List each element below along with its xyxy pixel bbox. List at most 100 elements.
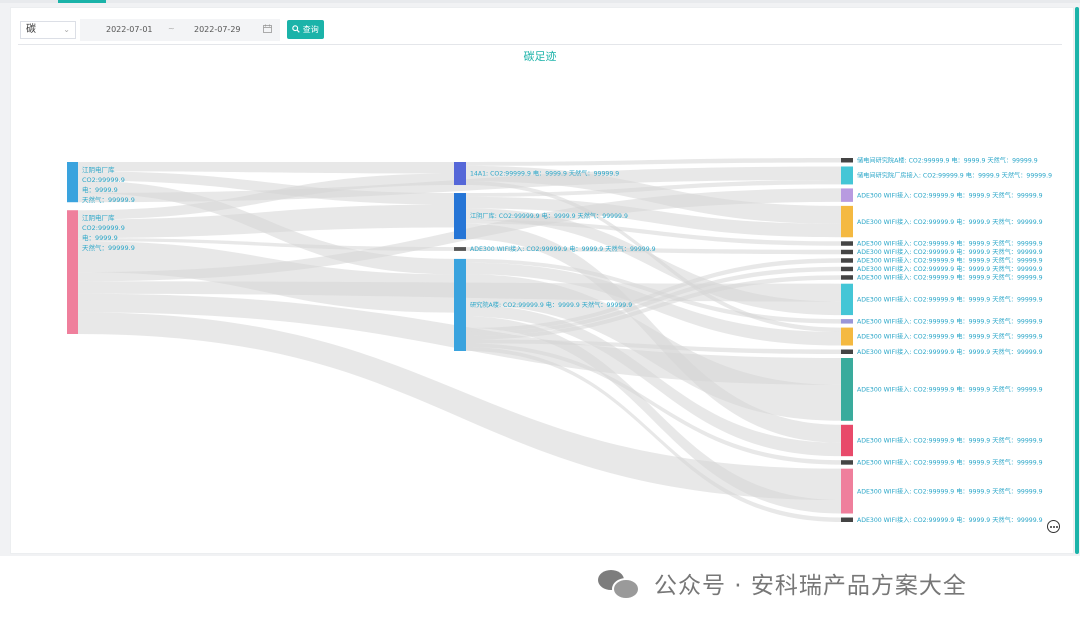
sankey-node-r11[interactable] [841,319,853,324]
sankey-node-label: ADE300 WIFI接入: CO2:99999.9 电：9999.9 天然气：… [857,240,1043,248]
energy-type-select[interactable]: 碳 ⌄ [20,21,76,39]
sankey-node-r8[interactable] [841,266,853,272]
sankey-chart: 江阴电厂库CO2:99999.9电：9999.9天然气：99999.9江阴电厂库… [67,156,1052,524]
sankey-node-r4[interactable] [841,205,853,238]
date-range-picker[interactable]: 2022-07-01 ~ 2022-07-29 [80,19,280,41]
watermark-area [0,556,1080,626]
sankey-node-r7[interactable] [841,258,853,263]
sankey-node-label: ADE300 WIFI接入: CO2:99999.9 电：9999.9 天然气：… [857,265,1043,273]
chat-icon[interactable] [1047,520,1060,533]
sankey-links [78,158,841,522]
sankey-node-r16[interactable] [841,460,853,465]
sankey-node-label: 电：9999.9 [82,185,118,194]
sankey-node-r5[interactable] [841,241,853,246]
sankey-node-r15[interactable] [841,424,853,457]
sankey-node-r17[interactable] [841,468,853,514]
sankey-node-r14[interactable] [841,358,853,421]
sankey-nodes [67,158,853,522]
sankey-node-label: 天然气：99999.9 [82,243,135,252]
sankey-link[interactable] [78,162,454,174]
top-border [0,0,1080,3]
sankey-link[interactable] [78,238,454,251]
sankey-node-label: 江阴电厂库 [82,213,115,222]
chart-title: 碳足迹 [523,50,557,63]
calendar-icon[interactable] [263,24,272,36]
sankey-labels: 江阴电厂库CO2:99999.9电：9999.9天然气：99999.9江阴电厂库… [82,156,1052,524]
sankey-node-r18[interactable] [841,517,853,522]
sankey-node-label: 研究院A楼: CO2:99999.9 电：9999.9 天然气：99999.9 [470,301,632,309]
sankey-link[interactable] [466,304,841,457]
sankey-node-label: ADE300 WIFI接入: CO2:99999.9 电：9999.9 天然气：… [857,257,1043,265]
sankey-link[interactable] [466,275,841,340]
sankey-link[interactable] [466,158,841,166]
sankey-link[interactable] [466,339,841,354]
sankey-node-label: ADE300 WIFI接入: CO2:99999.9 电：9999.9 天然气：… [857,437,1043,445]
sankey-node-label: ADE300 WIFI接入: CO2:99999.9 电：9999.9 天然气：… [857,386,1043,394]
sankey-node-label: ADE300 WIFI接入: CO2:99999.9 电：9999.9 天然气：… [857,218,1043,226]
energy-type-value: 碳 [26,24,36,35]
sankey-link[interactable] [78,173,454,220]
sankey-link[interactable] [466,179,841,197]
sankey-link[interactable] [78,312,841,501]
sankey-node-label: 电：9999.9 [82,233,118,242]
sankey-node-label: ADE300 WIFI接入: CO2:99999.9 电：9999.9 天然气：… [857,516,1043,524]
sankey-node-m2[interactable] [454,193,466,240]
sankey-node-label: ADE300 WIFI接入: CO2:99999.9 电：9999.9 天然气：… [470,245,656,253]
watermark: 公众号 · 安科瑞产品方案大全 [598,566,967,600]
sankey-link[interactable] [466,347,841,522]
sankey-node-r10[interactable] [841,283,853,316]
sankey-node-label: 14A1: CO2:99999.9 电：9999.9 天然气：99999.9 [470,170,619,178]
sankey-node-label: ADE300 WIFI接入: CO2:99999.9 电：9999.9 天然气：… [857,318,1043,326]
sankey-node-label: ADE300 WIFI接入: CO2:99999.9 电：9999.9 天然气：… [857,333,1043,341]
sankey-node-label: 江阴厂库: CO2:99999.9 电：9999.9 天然气：99999.9 [470,212,628,220]
sankey-link[interactable] [466,316,841,514]
chevron-down-icon: ⌄ [63,25,70,34]
sankey-node-m1[interactable] [454,162,466,186]
search-button[interactable]: 查询 [287,20,324,39]
end-date[interactable]: 2022-07-29 [194,25,241,34]
sankey-node-label: CO2:99999.9 [82,176,125,184]
sankey-link[interactable] [466,219,841,246]
sankey-link[interactable] [466,262,841,346]
search-icon [292,25,303,34]
watermark-text: 公众号 · 安科瑞产品方案大全 [654,573,967,599]
sankey-node-r2[interactable] [841,166,853,185]
sankey-link[interactable] [466,247,841,255]
sankey-link[interactable] [466,208,841,316]
sankey-node-label: CO2:99999.9 [82,224,125,232]
sankey-node-label: ADE300 WIFI接入: CO2:99999.9 电：9999.9 天然气：… [857,248,1043,256]
sankey-node-l2[interactable] [67,210,78,334]
sankey-link[interactable] [466,258,841,332]
sankey-node-label: ADE300 WIFI接入: CO2:99999.9 电：9999.9 天然气：… [857,274,1043,282]
sankey-node-label: 储电间研究院厂房接入: CO2:99999.9 电：9999.9 天然气：999… [857,172,1052,180]
sankey-link[interactable] [466,165,841,224]
sankey-node-label: ADE300 WIFI接入: CO2:99999.9 电：9999.9 天然气：… [857,459,1043,467]
sankey-node-label: ADE300 WIFI接入: CO2:99999.9 电：9999.9 天然气：… [857,487,1043,495]
sankey-link[interactable] [466,266,841,336]
sankey-link[interactable] [78,204,454,239]
sankey-node-label: 天然气：99999.9 [82,195,135,204]
sankey-node-label: ADE300 WIFI接入: CO2:99999.9 电：9999.9 天然气：… [857,296,1043,304]
sankey-node-r9[interactable] [841,275,853,280]
sankey-node-r13[interactable] [841,349,853,354]
sankey-link[interactable] [466,343,841,465]
sankey-node-r3[interactable] [841,188,853,202]
active-tab-indicator [58,0,106,3]
sankey-node-l1[interactable] [67,162,78,203]
sankey-link[interactable] [466,196,841,238]
chart-panel [10,7,1074,554]
toolbar-divider [18,44,1062,45]
start-date[interactable]: 2022-07-01 [106,25,153,34]
sankey-node-r6[interactable] [841,249,853,255]
vertical-scrollbar[interactable] [1075,7,1079,554]
sankey-link[interactable] [466,258,841,324]
sankey-node-m4[interactable] [454,258,466,351]
sankey-node-m3[interactable] [454,247,466,251]
search-button-label: 查询 [302,25,319,34]
sankey-node-label: 储电间研究院A楼: CO2:99999.9 电：9999.9 天然气：99999… [857,156,1038,164]
sankey-node-label: ADE300 WIFI接入: CO2:99999.9 电：9999.9 天然气：… [857,191,1043,199]
sankey-node-r1[interactable] [841,158,853,163]
sankey-node-label: ADE300 WIFI接入: CO2:99999.9 电：9999.9 天然气：… [857,348,1043,356]
sankey-node-label: 江阴电厂库 [82,165,115,174]
sankey-node-r12[interactable] [841,327,853,346]
